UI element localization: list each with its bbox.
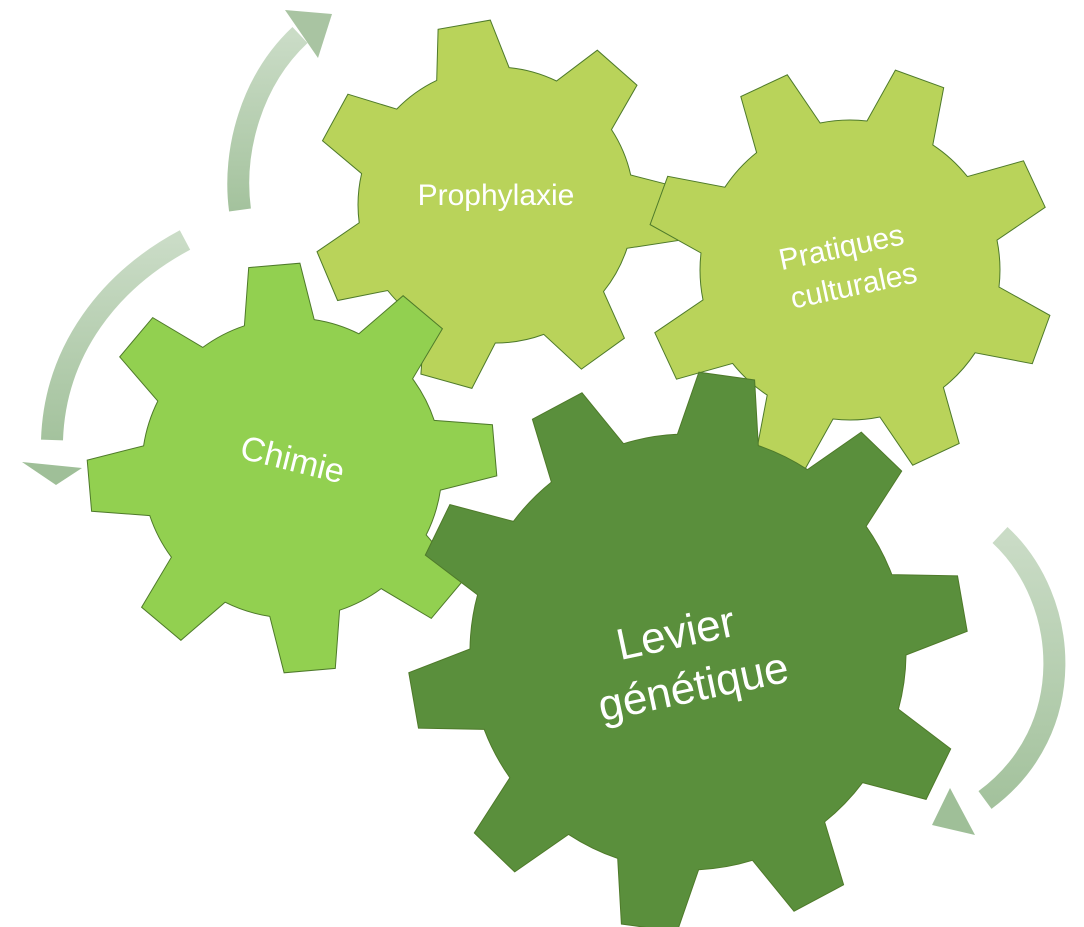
arrow-top-icon	[227, 10, 332, 212]
gear-shape	[649, 69, 1051, 471]
gear-shape	[316, 19, 681, 389]
gear-pratiques-culturales: Pratiques culturales	[649, 69, 1051, 471]
gear-prophylaxie: Prophylaxie	[316, 19, 681, 389]
cycle-arrows	[22, 10, 1066, 835]
gear-label-prophylaxie: Prophylaxie	[418, 179, 575, 212]
gear-shape	[408, 371, 968, 927]
gear-shape	[86, 262, 498, 674]
gear-levier-genetique: Levier génétique	[408, 371, 968, 927]
gear-chimie: Chimie	[86, 262, 498, 674]
arrow-right-icon	[932, 526, 1066, 835]
arrow-left-icon	[22, 230, 191, 485]
